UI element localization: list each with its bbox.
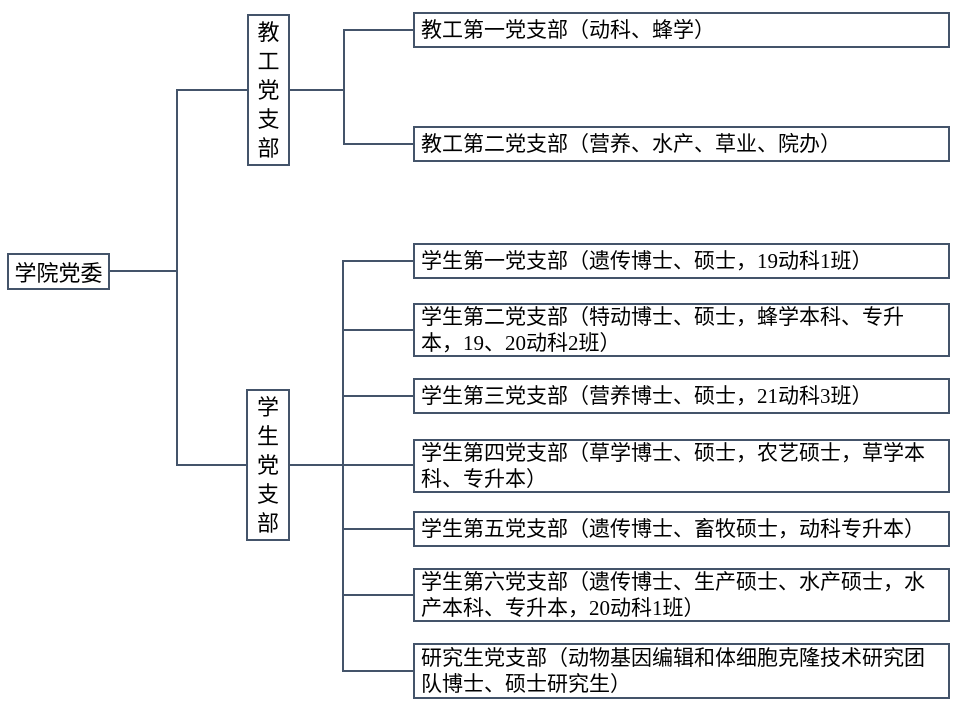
org-box-student-child-6: 学生第六党支部（遗传博士、生产硕士、水产硕士，水产本科、专升本，20动科1班） (413, 568, 950, 622)
connector-faculty-child-2 (345, 143, 413, 145)
connector-trunk-to-student (178, 464, 246, 466)
connector-student-out (290, 464, 342, 466)
connector-student-child-7 (344, 670, 413, 672)
connector-student-child-4 (344, 464, 413, 466)
org-box-faculty-branch: 教工党支部 (247, 14, 290, 166)
connector-student-child-5 (344, 528, 413, 530)
connector-root-to-trunk (110, 270, 176, 272)
org-box-graduate-branch: 研究生党支部（动物基因编辑和体细胞克隆技术研究团队博士、硕士研究生） (413, 643, 950, 699)
org-box-student-child-5: 学生第五党支部（遗传博士、畜牧硕士，动科专升本） (413, 511, 950, 547)
org-box-college-party-committee: 学院党委 (7, 253, 110, 290)
org-box-faculty-child-2: 教工第二党支部（营养、水产、草业、院办） (413, 126, 950, 162)
org-box-student-child-4: 学生第四党支部（草学博士、硕士，农艺硕士，草学本科、专升本） (413, 439, 950, 493)
connector-student-vertical (342, 260, 344, 672)
connector-student-child-2 (344, 329, 413, 331)
connector-student-child-6 (344, 594, 413, 596)
org-box-student-child-3: 学生第三党支部（营养博士、硕士，21动科3班） (413, 378, 950, 414)
connector-trunk-vertical (176, 89, 178, 466)
connector-faculty-out (290, 89, 344, 91)
org-box-student-child-2: 学生第二党支部（特动博士、硕士，蜂学本科、专升本，19、20动科2班） (413, 303, 950, 357)
connector-student-child-3 (344, 395, 413, 397)
org-box-student-branch: 学生党支部 (246, 389, 290, 541)
connector-trunk-to-faculty (178, 89, 247, 91)
connector-faculty-vertical (343, 29, 345, 145)
org-box-faculty-child-1: 教工第一党支部（动科、蜂学） (413, 12, 950, 48)
connector-student-child-1 (344, 260, 413, 262)
connector-faculty-child-1 (345, 29, 413, 31)
org-box-student-child-1: 学生第一党支部（遗传博士、硕士，19动科1班） (413, 243, 950, 279)
